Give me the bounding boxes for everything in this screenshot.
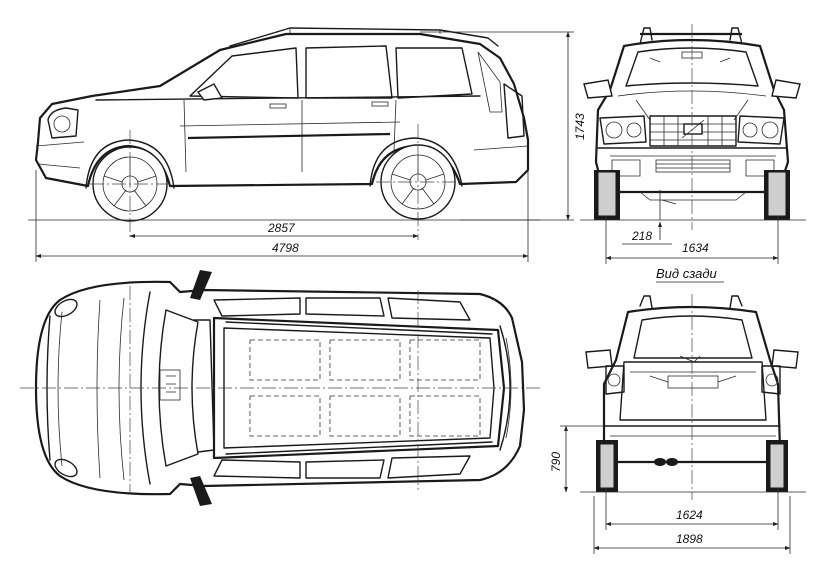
height-label: 1743 xyxy=(573,113,587,140)
rear-view-caption: Вид сзади xyxy=(656,266,717,281)
rear-track-label: 1624 xyxy=(676,508,703,522)
front-track-label: 1634 xyxy=(682,241,709,255)
side-view xyxy=(28,27,540,240)
wheelbase-label: 2857 xyxy=(267,221,296,235)
front-view xyxy=(580,24,806,230)
length-label: 4798 xyxy=(272,241,299,255)
rear-view xyxy=(580,294,806,500)
top-view xyxy=(20,270,540,506)
rear-height-label: 790 xyxy=(549,452,563,472)
width-label: 1898 xyxy=(676,532,703,546)
side-dimensions: 2857 4798 1743 xyxy=(35,31,587,262)
rear-dimensions: 790 1624 1898 xyxy=(549,425,791,554)
ground-clearance-label: 218 xyxy=(631,229,652,243)
front-dimensions: 218 1634 xyxy=(605,190,779,264)
